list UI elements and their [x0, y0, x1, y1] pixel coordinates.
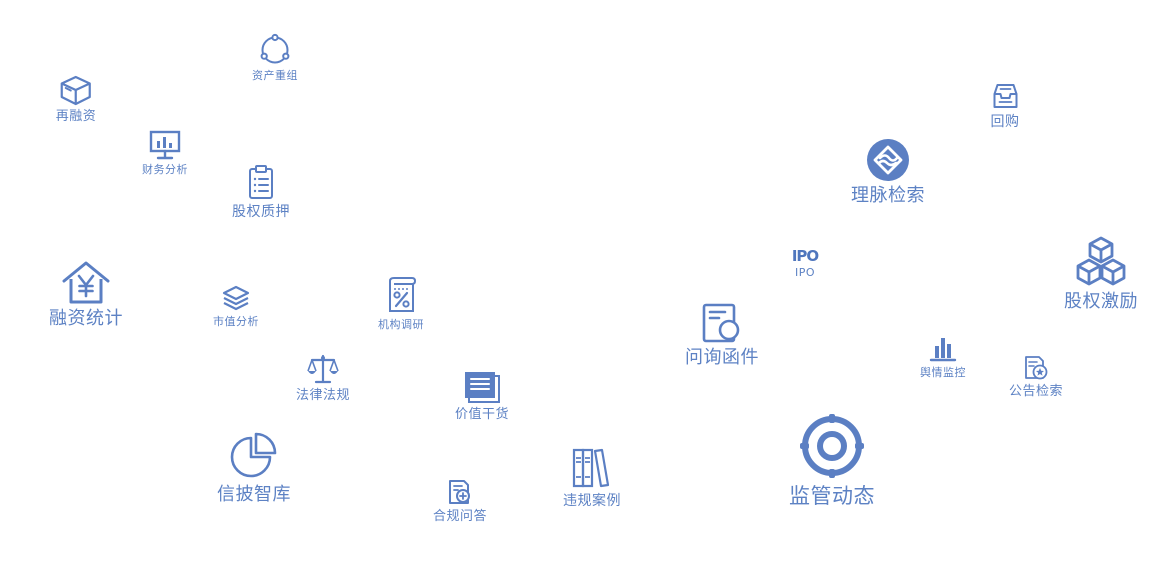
circle-nodes-icon [260, 33, 290, 64]
document-stack-icon [464, 372, 500, 403]
feature-label: 价值干货 [454, 407, 510, 422]
feature-equity-incentive[interactable]: 股权激励 [1064, 236, 1138, 313]
target-icon [800, 414, 864, 478]
feature-label: 再融资 [55, 109, 97, 124]
feature-label: 市值分析 [213, 315, 259, 328]
feature-label: 违规案例 [563, 493, 621, 509]
feature-compliance-qa[interactable]: 合规问答 [433, 478, 487, 525]
feature-label: 股权质押 [232, 204, 290, 220]
books-icon [572, 448, 610, 488]
feature-label: 问询函件 [685, 347, 759, 368]
feature-label: 信披智库 [217, 484, 291, 505]
percent-scroll-icon [389, 277, 417, 312]
feature-refinancing[interactable]: 再融资 [56, 74, 97, 125]
feature-buyback[interactable]: 回购 [991, 82, 1020, 130]
feature-label: 合规问答 [432, 509, 488, 524]
scales-icon [307, 354, 339, 384]
archive-icon [993, 84, 1017, 108]
doc-plus-icon [448, 480, 470, 504]
feature-label: 股权激励 [1064, 291, 1138, 312]
cubes-icon [1076, 236, 1126, 286]
doc-star-icon [1025, 356, 1048, 380]
feature-regulatory-news[interactable]: 监管动态 [789, 412, 875, 508]
feature-label: 回购 [990, 114, 1020, 130]
feature-label: 法律法规 [295, 388, 351, 403]
feature-inquiry-letters[interactable]: 问询函件 [685, 302, 759, 369]
feature-label: 机构调研 [378, 318, 424, 331]
feature-announcement-search[interactable]: 公告检索 [1009, 355, 1063, 400]
clipboard-list-icon [249, 165, 273, 199]
feature-label: 舆情监控 [920, 366, 966, 379]
feature-market-value[interactable]: 市值分析 [213, 284, 259, 329]
feature-sentiment-monitor[interactable]: 舆情监控 [920, 335, 966, 380]
house-yuan-icon [62, 261, 110, 304]
feature-label: 理脉检索 [851, 185, 925, 206]
feature-equity-pledge[interactable]: 股权质押 [232, 164, 290, 220]
lima-logo-icon [867, 139, 909, 181]
presentation-chart-icon [149, 130, 181, 160]
feature-disclosure-library[interactable]: 信披智库 [217, 431, 291, 506]
doc-circle-icon [702, 303, 740, 343]
feature-institution-research[interactable]: 机构调研 [378, 275, 424, 332]
feature-label: 公告检索 [1008, 384, 1064, 399]
feature-label: 融资统计 [49, 308, 123, 329]
feature-label: 财务分析 [142, 163, 188, 176]
feature-financing-stats[interactable]: 融资统计 [49, 259, 123, 330]
feature-ipo[interactable]: IPO IPO [791, 247, 819, 280]
pie-chart-icon [230, 432, 277, 478]
layers-icon [222, 285, 250, 311]
feature-violation-cases[interactable]: 违规案例 [563, 447, 621, 509]
feature-laws[interactable]: 法律法规 [296, 353, 350, 404]
feature-financial-analysis[interactable]: 财务分析 [142, 130, 188, 177]
feature-lima-search[interactable]: 理脉检索 [851, 138, 925, 207]
feature-label: 资产重组 [252, 69, 298, 82]
box-icon [60, 75, 92, 106]
feature-asset-restructuring[interactable]: 资产重组 [252, 32, 298, 83]
bar-chart-icon [929, 338, 957, 362]
ipo-icon: IPO [791, 247, 819, 265]
feature-label: 监管动态 [789, 484, 875, 508]
feature-label: IPO [794, 266, 816, 279]
feature-value-dry-goods[interactable]: 价值干货 [455, 370, 509, 423]
